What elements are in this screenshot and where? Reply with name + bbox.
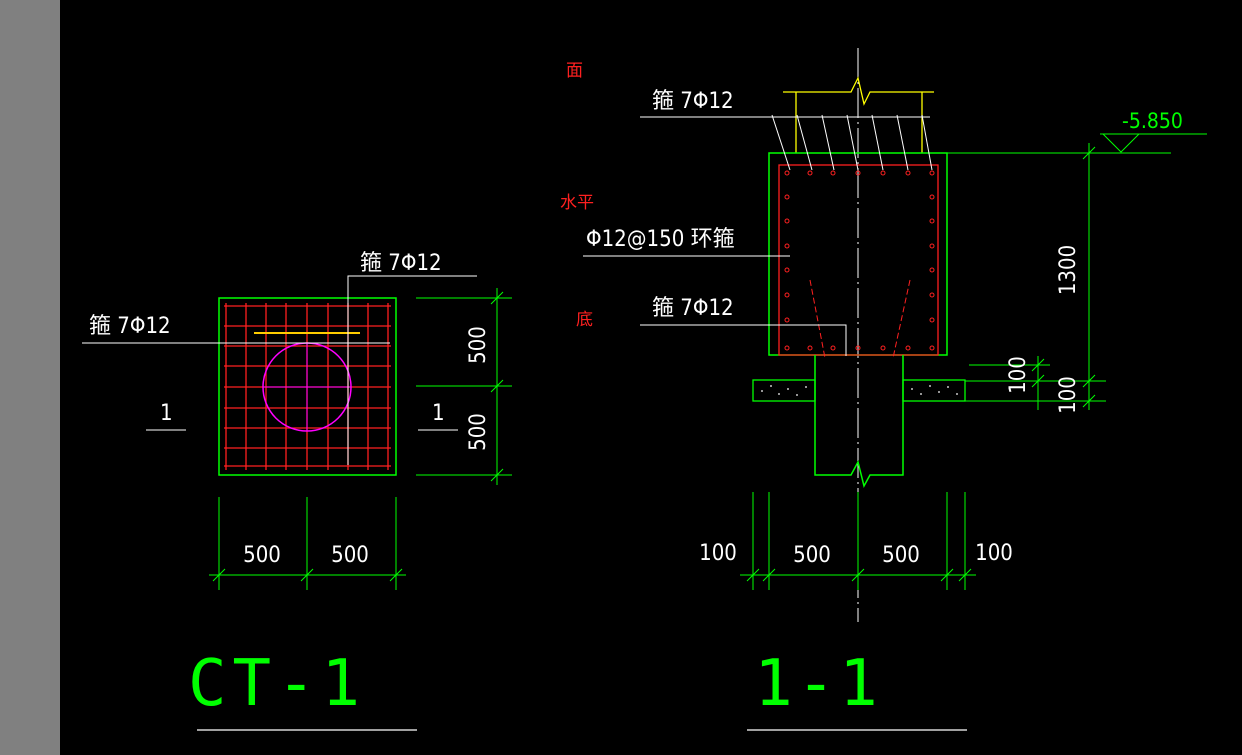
- blinding-left: [752, 379, 816, 402]
- section-dim-h-500-right: 500: [882, 543, 920, 568]
- dowel-bars: [771, 114, 933, 171]
- plan-dim-v-bottom: 500: [466, 413, 491, 451]
- section-rebar-ring-label: Φ12@150 环箍: [586, 227, 735, 252]
- plan-outline: [218, 297, 397, 476]
- section-view: 箍 7Φ12 Φ12@150 环箍 箍 7Φ12 面 水平 底 -5.850 1…: [560, 48, 1207, 731]
- plan-dim-v-top: 500: [466, 326, 491, 364]
- section-rebar-top-label: 箍 7Φ12: [652, 89, 734, 114]
- section-dim-h-100-right: 100: [975, 541, 1013, 566]
- column-above: [783, 76, 934, 153]
- section-horizontal-dimension: [740, 492, 976, 590]
- elevation-value: -5.850: [1122, 109, 1183, 133]
- leader-rebar-top: [347, 275, 477, 465]
- diagonal-bar-left: [809, 279, 826, 359]
- section-dim-h-500-left: 500: [793, 543, 831, 568]
- plan-rebar-left-label: 箍 7Φ12: [89, 314, 171, 339]
- plan-dim-h-right: 500: [331, 543, 369, 568]
- section-dim-100-lower: 100: [1056, 376, 1081, 414]
- label-bottom: 底: [576, 310, 593, 330]
- rebar-cage: [778, 164, 939, 356]
- plan-title: CT-1: [188, 647, 366, 721]
- diagonal-bar-right: [892, 279, 911, 359]
- section-dim-height: 1300: [1056, 245, 1081, 295]
- plan-rebar-top-label: 箍 7Φ12: [360, 251, 442, 276]
- plan-horizontal-dimension: [209, 497, 406, 590]
- blinding-hatch: [761, 385, 958, 396]
- elevation-marker: [947, 133, 1207, 154]
- plan-view: 箍 7Φ12 箍 7Φ12 1 1 500 500 500: [82, 251, 512, 731]
- left-toolbar-strip: [0, 0, 60, 755]
- leader-section-bottom: [640, 324, 847, 356]
- rebar-dots: [784, 170, 935, 351]
- blinding-right: [902, 379, 966, 402]
- plan-dim-h-left: 500: [243, 543, 281, 568]
- section-rebar-bottom-label: 箍 7Φ12: [652, 296, 734, 321]
- section-title: 1-1: [754, 647, 882, 721]
- section-mark-right: 1: [432, 401, 445, 426]
- section-dim-100-upper: 100: [1006, 356, 1031, 394]
- section-mark-left: 1: [160, 401, 173, 426]
- label-face: 面: [566, 61, 583, 81]
- section-vertical-dimension: [965, 143, 1106, 410]
- pile-below: [814, 355, 904, 489]
- label-horizontal: 水平: [560, 193, 594, 213]
- section-dim-h-100-left: 100: [699, 541, 737, 566]
- plan-vertical-dimension: [416, 288, 512, 485]
